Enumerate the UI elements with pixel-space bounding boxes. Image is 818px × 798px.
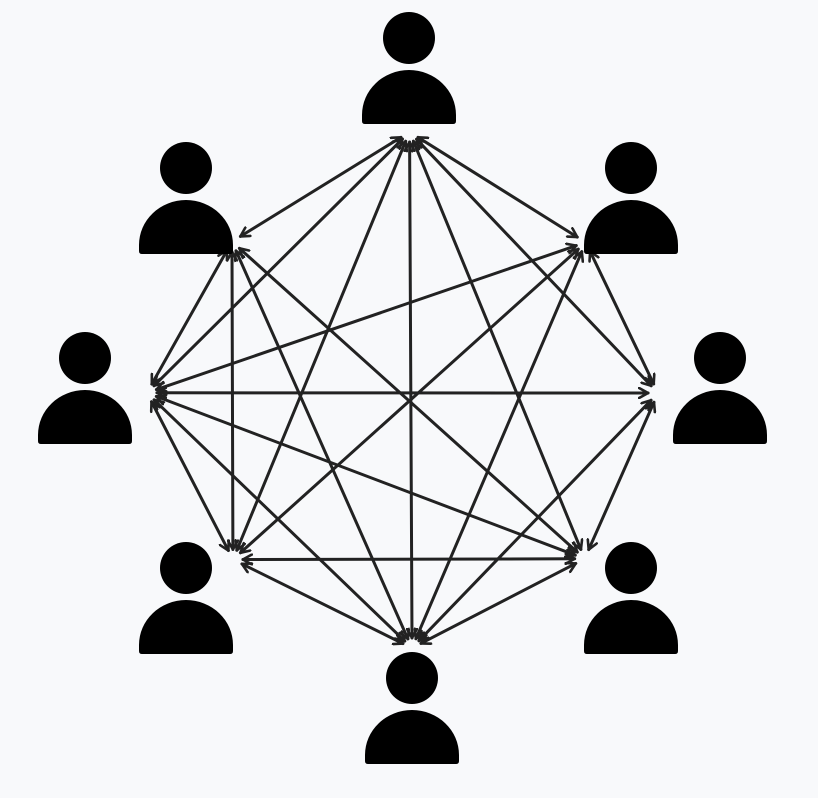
person-icon [584, 142, 678, 254]
person-icon [38, 332, 132, 444]
person-head [605, 142, 657, 194]
person-icon [365, 652, 459, 764]
person-body [139, 200, 233, 254]
arrow-person-lower-left-to-person-lower-right [241, 559, 577, 560]
person-lower-right [584, 542, 678, 654]
person-right [673, 332, 767, 444]
person-body [362, 70, 456, 124]
person-icon [139, 142, 233, 254]
person-head [160, 542, 212, 594]
connection-arrows [152, 135, 655, 643]
person-head [605, 542, 657, 594]
person-head [694, 332, 746, 384]
person-body [365, 710, 459, 764]
person-head [386, 652, 438, 704]
arrow-person-right-to-person-bottom [417, 398, 653, 643]
person-body [673, 390, 767, 444]
person-lower-left [139, 542, 233, 654]
person-top [362, 12, 456, 124]
person-body [584, 200, 678, 254]
person-icon [584, 542, 678, 654]
person-body [38, 390, 132, 444]
person-head [383, 12, 435, 64]
arrow-person-left-to-person-bottom [152, 398, 407, 643]
person-bottom [365, 652, 459, 764]
person-icon [139, 542, 233, 654]
person-body [584, 600, 678, 654]
person-icon [673, 332, 767, 444]
person-upper-right [584, 142, 678, 254]
person-head [160, 142, 212, 194]
people-nodes [38, 12, 767, 764]
person-icon [362, 12, 456, 124]
person-upper-left [139, 142, 233, 254]
person-left [38, 332, 132, 444]
person-body [139, 600, 233, 654]
person-head [59, 332, 111, 384]
arrow-person-upper-left-to-person-lower-left [232, 250, 233, 551]
